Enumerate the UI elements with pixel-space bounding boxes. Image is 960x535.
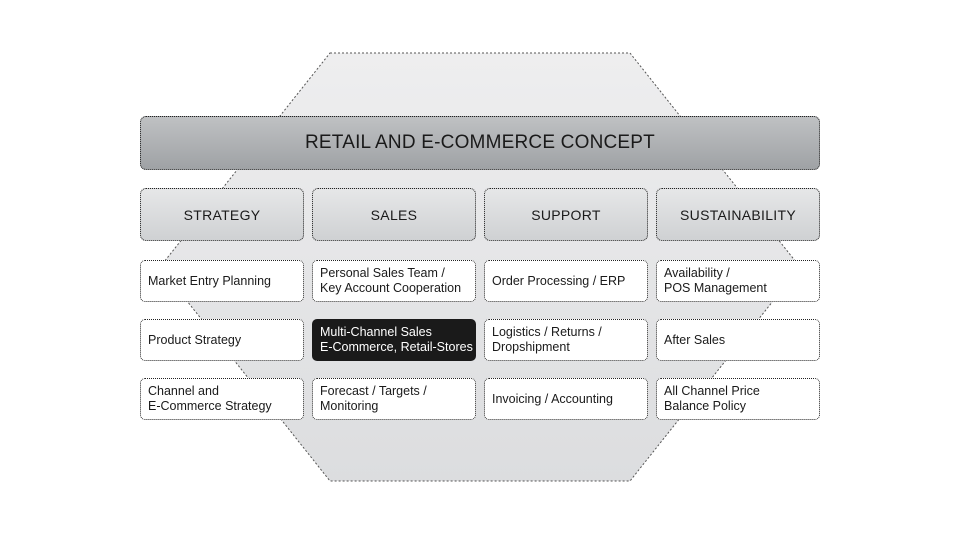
cell-text: Logistics / Returns / bbox=[492, 325, 602, 339]
cell-text: Multi-Channel Sales bbox=[320, 325, 432, 339]
concept-title: RETAIL AND E-COMMERCE CONCEPT bbox=[140, 116, 820, 170]
column-heading-sustainability: SUSTAINABILITY bbox=[656, 188, 820, 241]
cell-multi-channel-sales: Multi-Channel Sales E-Commerce, Retail-S… bbox=[312, 319, 476, 361]
cell-text: Invoicing / Accounting bbox=[492, 391, 613, 406]
cell-invoicing-accounting: Invoicing / Accounting bbox=[484, 378, 648, 420]
cell-text: All Channel Price bbox=[664, 384, 760, 398]
cell-text: Forecast / Targets / bbox=[320, 384, 427, 398]
cell-text: E-Commerce Strategy bbox=[148, 399, 272, 413]
cell-text: Channel and bbox=[148, 384, 219, 398]
cell-logistics-returns: Logistics / Returns / Dropshipment bbox=[484, 319, 648, 361]
cell-text: Availability / bbox=[664, 266, 730, 280]
cell-personal-sales-team: Personal Sales Team / Key Account Cooper… bbox=[312, 260, 476, 302]
cell-after-sales: After Sales bbox=[656, 319, 820, 361]
cell-text: Monitoring bbox=[320, 399, 379, 413]
column-heading-sales: SALES bbox=[312, 188, 476, 241]
cell-forecast-targets: Forecast / Targets / Monitoring bbox=[312, 378, 476, 420]
cell-text: POS Management bbox=[664, 281, 767, 295]
cell-text: Balance Policy bbox=[664, 399, 746, 413]
cell-text: Personal Sales Team / bbox=[320, 266, 445, 280]
column-heading-strategy: STRATEGY bbox=[140, 188, 304, 241]
cell-text: Dropshipment bbox=[492, 340, 570, 354]
cell-availability-pos: Availability / POS Management bbox=[656, 260, 820, 302]
cell-order-processing: Order Processing / ERP bbox=[484, 260, 648, 302]
cell-product-strategy: Product Strategy bbox=[140, 319, 304, 361]
cell-text: Market Entry Planning bbox=[148, 273, 271, 288]
column-heading-support: SUPPORT bbox=[484, 188, 648, 241]
cell-all-channel-price: All Channel Price Balance Policy bbox=[656, 378, 820, 420]
cell-text: E-Commerce, Retail-Stores bbox=[320, 340, 473, 354]
cell-text: Product Strategy bbox=[148, 332, 242, 347]
cell-text: Order Processing / ERP bbox=[492, 273, 626, 288]
cell-market-entry-planning: Market Entry Planning bbox=[140, 260, 304, 302]
cell-text: After Sales bbox=[664, 332, 726, 347]
cell-channel-ecommerce-strategy: Channel and E-Commerce Strategy bbox=[140, 378, 304, 420]
cell-text: Key Account Cooperation bbox=[320, 281, 462, 295]
